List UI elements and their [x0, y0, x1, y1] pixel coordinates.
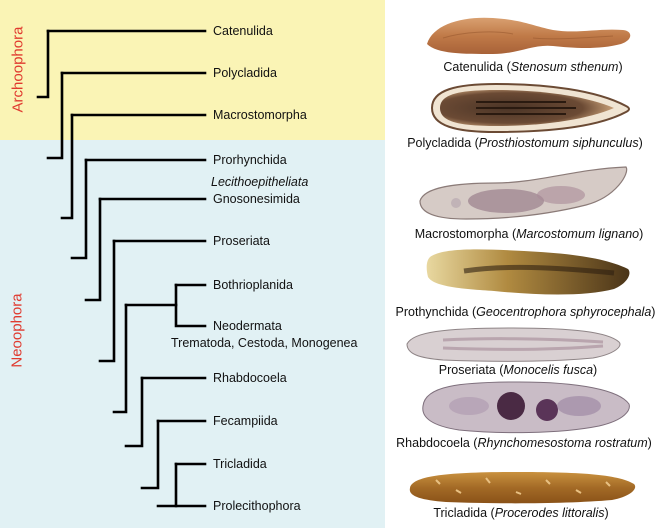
taxon-gnosonesimida: Gnosonesimida — [213, 192, 300, 206]
taxon-macrostomorpha: Macrostomorpha — [213, 108, 307, 122]
node-prorhynch-rest — [70, 158, 88, 260]
archoophora-region — [0, 0, 385, 140]
node-fecampiida-rest — [140, 419, 160, 490]
specimen-image-tricladida — [406, 466, 640, 506]
caption-proseriata: Proseriata (Monocelis fusca) — [438, 363, 598, 377]
node-polyclad-rest — [46, 71, 64, 160]
node-gnoso-rest — [84, 197, 102, 302]
taxon-fecampiida: Fecampiida — [213, 414, 278, 428]
root-stem — [36, 29, 50, 99]
taxon-bothrioplanida: Bothrioplanida — [213, 278, 293, 292]
caption-macrostomorpha: Macrostomorpha (Marcostomum lignano) — [414, 227, 644, 241]
node-upper-clade — [112, 303, 128, 414]
taxon-tricladida: Tricladida — [213, 457, 267, 471]
specimen-image-catenulida — [423, 8, 635, 60]
node-proseriata-rest — [98, 239, 116, 363]
taxon-lecithoepitheliata: Lecithoepitheliata — [211, 175, 309, 189]
caption-polycladida: Polycladida (Prosthiostomum siphunculus) — [407, 136, 643, 150]
taxon-proseriata: Proseriata — [213, 234, 270, 248]
specimen-image-proseriata — [403, 324, 623, 364]
taxon-polycladida: Polycladida — [213, 66, 277, 80]
specimen-image-prothynchida — [424, 243, 634, 301]
node-bothrio-neoderm — [174, 283, 207, 328]
taxon-neodermata: Neodermata — [213, 319, 282, 333]
taxon-prorhynchida: Prorhynchida — [213, 153, 287, 167]
node-triclad-prolecitho — [156, 462, 178, 508]
caption-prothynchida: Prothynchida (Geocentrophora sphyrocepha… — [395, 305, 656, 319]
specimen-image-polycladida — [426, 80, 632, 136]
caption-catenulida: Catenulida (Stenosum sthenum) — [443, 60, 623, 74]
node-lower-clade — [124, 376, 144, 448]
node-macro-rest — [60, 113, 74, 220]
taxon-rhabdocoela: Rhabdocoela — [213, 371, 287, 385]
caption-rhabdocoela: Rhabdocoela (Rhynchomesostoma rostratum) — [396, 436, 652, 450]
taxon-neodermata-subgroups: Trematoda, Cestoda, Monogenea — [171, 336, 358, 350]
specimen-image-macrostomorpha — [416, 163, 632, 227]
taxon-catenulida: Catenulida — [213, 24, 273, 38]
caption-tricladida: Tricladida (Procerodes littoralis) — [433, 506, 609, 520]
taxon-prolecithophora: Prolecithophora — [213, 499, 301, 513]
specimen-image-rhabdocoela — [419, 376, 633, 436]
phylogenetic-tree — [36, 29, 207, 508]
